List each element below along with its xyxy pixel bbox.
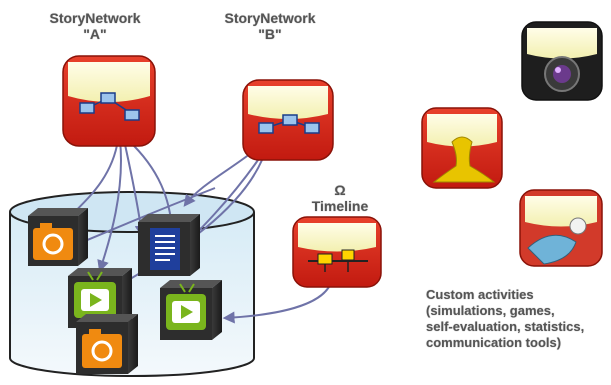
custom-activities-caption: Custom activities (simulations, games, s… [426, 287, 611, 351]
storynetwork-b-title: StoryNetwork [224, 10, 316, 26]
storynetwork-b-label: StoryNetwork "B" [205, 10, 335, 42]
camera-media-item[interactable] [28, 208, 88, 266]
caption-line-2: (simulations, games, [426, 303, 555, 318]
camera-lens-activity[interactable] [521, 21, 603, 101]
yellow-figure-icon [432, 136, 496, 183]
storynetwork-b-app[interactable] [242, 79, 334, 161]
timeline-icon [308, 249, 368, 272]
tv-play-icon [166, 283, 206, 330]
figure-activity[interactable] [421, 107, 503, 189]
caption-line-4: communication tools) [426, 335, 562, 350]
document-icon [150, 228, 180, 270]
tool-activity[interactable] [519, 189, 603, 267]
timeline-app[interactable] [292, 216, 382, 288]
timeline-title: Timeline [311, 198, 369, 214]
tv-play-icon [74, 271, 116, 318]
camera-icon [33, 223, 73, 260]
caption-line-1: Custom activities [426, 287, 534, 302]
camera-media-item[interactable] [76, 314, 138, 374]
storynetwork-a-title: StoryNetwork [49, 10, 141, 26]
storynetwork-a-letter: "A" [83, 26, 107, 42]
storynetwork-a-label: StoryNetwork "A" [30, 10, 160, 42]
storynetwork-b-letter: "B" [258, 26, 282, 42]
camera-lens-icon [544, 56, 580, 92]
video-media-item[interactable] [160, 280, 222, 340]
timeline-label: Ω Timeline [290, 182, 390, 214]
network-nodes-icon [79, 92, 140, 121]
caption-line-3: self-evaluation, statistics, [426, 319, 585, 334]
document-media-item[interactable] [138, 214, 200, 276]
timeline-symbol: Ω [334, 182, 346, 198]
tool-icon [527, 217, 587, 265]
storynetwork-a-app[interactable] [62, 55, 156, 147]
network-nodes-icon [258, 114, 320, 134]
camera-icon [82, 329, 122, 368]
